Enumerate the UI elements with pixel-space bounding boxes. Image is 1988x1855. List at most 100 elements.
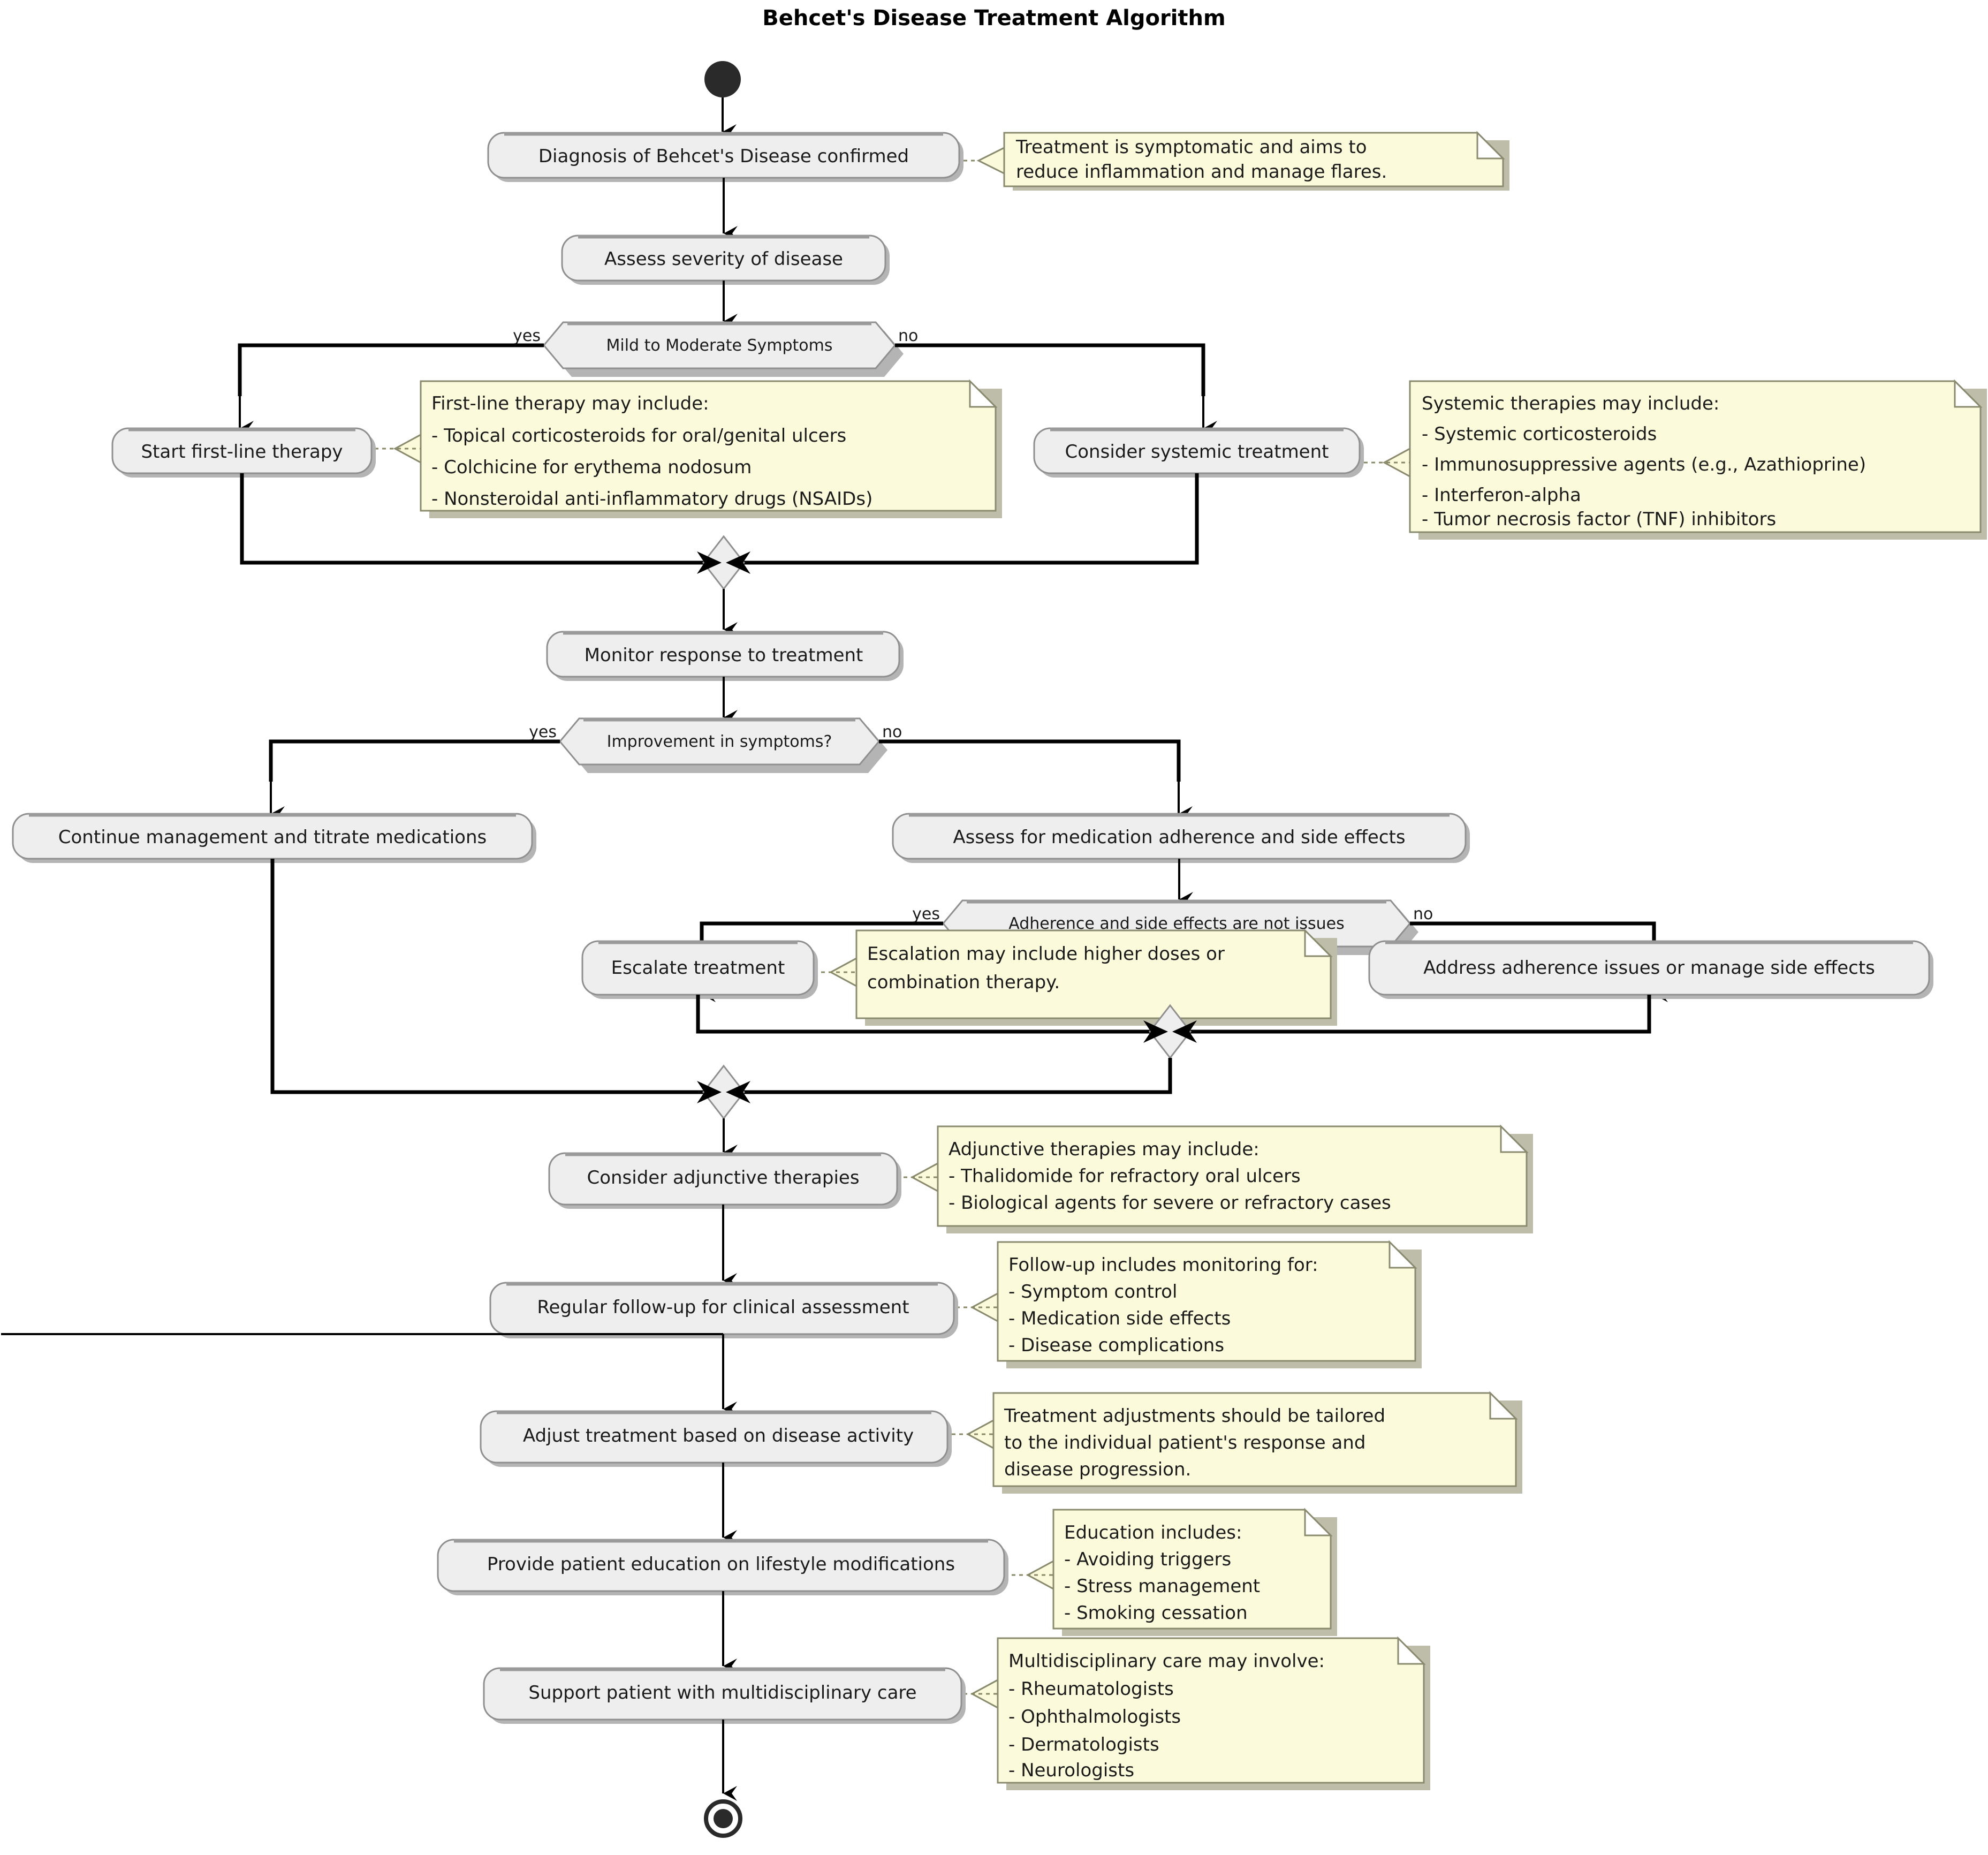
activity-assess-severity[interactable]: Assess severity of disease [561,234,890,285]
note-diagnosis-line-0: Treatment is symptomatic and aims to [1015,137,1367,158]
note-systemic-line-2: - Immunosuppressive agents (e.g., Azathi… [1422,454,1866,475]
note-adjust-line-2: disease progression. [1004,1459,1191,1480]
note-diagnosis: Treatment is symptomatic and aims to red… [1003,131,1509,191]
note-tail-adjunctive [910,1162,939,1193]
activity-diagnosis[interactable]: Diagnosis of Behcet's Disease confirmed [487,132,963,182]
activity-address-adherence[interactable]: Address adherence issues or manage side … [1368,940,1933,999]
note-multi-line-1: - Rheumatologists [1008,1678,1174,1700]
note-multi-line-0: Multidisciplinary care may involve: [1008,1650,1325,1672]
activity-assess-adherence[interactable]: Assess for medication adherence and side… [892,813,1470,863]
note-education: Education includes: - Avoiding triggers … [1052,1508,1337,1636]
branch-label-mild-yes: yes [513,327,541,345]
note-multi-line-3: - Dermatologists [1008,1734,1159,1755]
note-adjust-line-1: to the individual patient's response and [1004,1432,1365,1453]
branch-label-improvement-yes: yes [529,723,557,741]
activity-address-adherence-label: Address adherence issues or manage side … [1423,957,1875,979]
edge-mild-yes [238,343,544,396]
activity-multidisciplinary-care[interactable]: Support patient with multidisciplinary c… [483,1667,966,1724]
note-followup-line-1: - Symptom control [1008,1281,1177,1303]
activity-monitor-response[interactable]: Monitor response to treatment [546,631,904,681]
note-escalate: Escalation may include higher doses or c… [855,928,1337,1026]
note-systemic-line-0: Systemic therapies may include: [1422,393,1719,414]
decision-improvement[interactable]: Improvement in symptoms? [559,717,887,773]
activity-multidisciplinary-label: Support patient with multidisciplinary c… [528,1682,916,1703]
activity-monitor-label: Monitor response to treatment [585,645,863,666]
merge3-arrow-right [726,1081,750,1103]
note-adjunctive-line-1: - Thalidomide for refractory oral ulcers [949,1165,1301,1187]
merge2-arrow-left [1143,1020,1168,1043]
note-education-line-3: - Smoking cessation [1064,1602,1248,1624]
note-first-line-line-3: - Nonsteroidal anti-inflammatory drugs (… [431,488,872,510]
end-node [704,1799,742,1838]
note-systemic-line-4: - Tumor necrosis factor (TNF) inhibitors [1422,509,1776,530]
note-systemic-line-3: - Interferon-alpha [1422,484,1581,506]
note-escalate-line-1: combination therapy. [867,972,1060,993]
edge-address-to-merge2 [1189,995,1651,1034]
note-tail-adjust [966,1419,995,1450]
activity-adjust-treatment[interactable]: Adjust treatment based on disease activi… [480,1410,952,1467]
activity-continue-management[interactable]: Continue management and titrate medicati… [12,813,536,863]
activity-escalate-treatment[interactable]: Escalate treatment [581,940,818,999]
branch-label-adherence-no: no [1413,905,1433,923]
decision-improvement-label: Improvement in symptoms? [607,732,832,751]
activity-assess-severity-label: Assess severity of disease [604,248,843,270]
merge1-arrow-right [726,551,750,574]
activity-followup-label: Regular follow-up for clinical assessmen… [537,1297,909,1318]
edge-merge2-to-merge3 [743,1058,1172,1094]
note-first-line-line-2: - Colchicine for erythema nodosum [431,457,752,478]
activity-escalate-label: Escalate treatment [611,957,785,979]
note-tail-multidisciplinary [970,1678,999,1709]
activity-patient-education[interactable]: Provide patient education on lifestyle m… [437,1539,1008,1595]
note-tail-followup [970,1292,999,1323]
edge-systemic-to-merge1 [743,473,1199,565]
edge-improvement-yes [269,739,560,782]
activity-assess-adherence-label: Assess for medication adherence and side… [953,827,1405,848]
note-adjust-line-0: Treatment adjustments should be tailored [1004,1405,1385,1427]
note-followup-line-2: - Medication side effects [1008,1308,1231,1329]
note-adjunctive-line-0: Adjunctive therapies may include: [949,1139,1259,1160]
activity-education-label: Provide patient education on lifestyle m… [487,1554,955,1575]
edge-continue-management-to-merge3 [270,859,704,1094]
note-multidisciplinary: Multidisciplinary care may involve: - Rh… [997,1636,1430,1790]
edge-followup-to-adjust [1,1333,723,1409]
activity-adjunctive-label: Consider adjunctive therapies [587,1167,859,1188]
decision-mild-to-moderate[interactable]: Mild to Moderate Symptoms [543,321,904,377]
activity-first-line-label: Start first-line therapy [141,441,343,463]
edge-improvement-no [879,739,1181,782]
note-education-line-2: - Stress management [1064,1576,1260,1597]
activity-systemic-label: Consider systemic treatment [1065,441,1329,463]
note-systemic: Systemic therapies may include: - System… [1409,379,1987,540]
note-adjunctive: Adjunctive therapies may include: - Thal… [937,1124,1533,1233]
activity-adjunctive-therapies[interactable]: Consider adjunctive therapies [548,1152,901,1209]
activity-first-line-therapy[interactable]: Start first-line therapy [111,427,376,478]
note-systemic-line-1: - Systemic corticosteroids [1422,423,1657,445]
activity-systemic-treatment[interactable]: Consider systemic treatment [1033,427,1364,478]
note-followup-line-0: Follow-up includes monitoring for: [1008,1254,1318,1276]
note-tail-education [1026,1559,1054,1591]
activity-continue-management-label: Continue management and titrate medicati… [58,827,487,848]
note-adjust: Treatment adjustments should be tailored… [992,1391,1522,1494]
branch-label-adherence-yes: yes [912,905,940,923]
edge-escalate-to-merge2 [696,995,1150,1034]
branch-label-improvement-no: no [882,723,902,741]
note-multi-line-2: - Ophthalmologists [1008,1706,1181,1728]
note-escalate-line-0: Escalation may include higher doses or [867,943,1225,965]
note-first-line: First-line therapy may include: - Topica… [420,379,1002,518]
note-tail-diagnosis [976,146,1005,175]
activity-regular-followup[interactable]: Regular follow-up for clinical assessmen… [489,1282,958,1338]
note-followup-line-3: - Disease complications [1008,1335,1224,1356]
note-adjunctive-line-2: - Biological agents for severe or refrac… [949,1192,1391,1214]
note-first-line-line-0: First-line therapy may include: [431,393,709,414]
activity-adjust-label: Adjust treatment based on disease activi… [523,1425,914,1447]
note-diagnosis-line-1: reduce inflammation and manage flares. [1016,161,1387,183]
merge1-arrow-left [697,551,722,574]
note-first-line-line-1: - Topical corticosteroids for oral/genit… [431,425,846,446]
note-followup: Follow-up includes monitoring for: - Sym… [997,1240,1422,1368]
note-education-line-0: Education includes: [1064,1522,1242,1543]
edge-mild-no [895,343,1205,396]
edge-first-line-to-merge1 [240,473,704,565]
activity-diagnosis-label: Diagnosis of Behcet's Disease confirmed [538,146,909,167]
merge2-arrow-right [1172,1020,1197,1043]
